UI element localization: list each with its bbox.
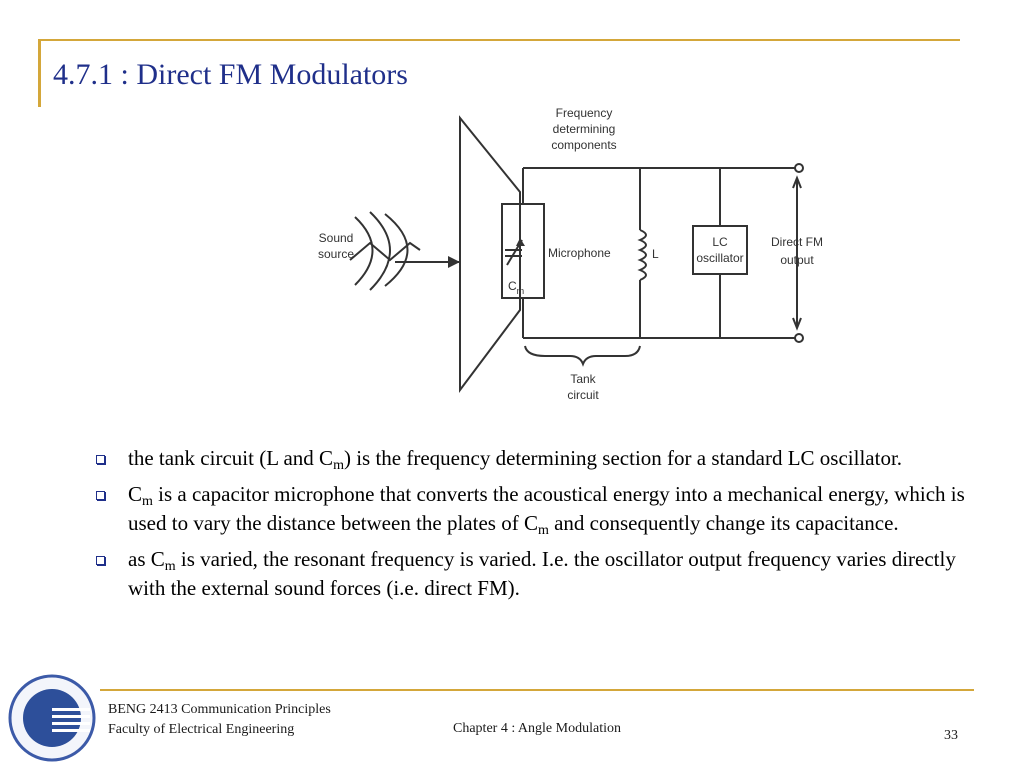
lc-label-2: oscillator [696, 251, 743, 265]
cm-main: C [508, 279, 517, 293]
bullet-item: as Cm is varied, the resonant frequency … [88, 545, 998, 603]
footer-faculty: Faculty of Electrical Engineering [108, 722, 295, 737]
bullet-list: the tank circuit (L and Cm) is the frequ… [88, 444, 998, 610]
microphone-label: Microphone [548, 246, 611, 260]
freq-label-1: Frequency [556, 106, 613, 120]
tank-label-1: Tank [570, 372, 596, 386]
square-bullet-icon [96, 455, 105, 464]
square-bullet-icon [96, 491, 105, 500]
footer-course: BENG 2413 Communication Principles [108, 702, 331, 717]
title-frame-left [38, 40, 41, 107]
sound-label-1: Sound [319, 231, 354, 245]
footer-chapter: Chapter 4 : Angle Modulation [453, 721, 621, 736]
sound-label-2: source [318, 247, 354, 261]
footer-divider [100, 689, 974, 691]
bullet-item: Cm is a capacitor microphone that conver… [88, 480, 998, 538]
slide-title: 4.7.1 : Direct FM Modulators [53, 58, 408, 91]
inductor-label: L [652, 247, 659, 261]
output-label-1: Direct FM [771, 235, 823, 249]
cm-label: Cm [508, 279, 524, 296]
freq-label-2: determining [553, 122, 616, 136]
output-label-2: output [780, 253, 814, 267]
lc-label-1: LC [712, 235, 728, 249]
square-bullet-icon [96, 556, 105, 565]
bullet-item: the tank circuit (L and Cm) is the frequ… [88, 444, 998, 473]
university-seal-icon [8, 674, 96, 762]
cm-sub: m [517, 286, 525, 296]
direct-fm-modulator-diagram: Frequency determining components Sound s… [318, 106, 823, 402]
output-terminal-bottom [794, 333, 804, 343]
output-terminal-top [794, 163, 804, 173]
title-frame-top [38, 39, 960, 41]
page-number: 33 [944, 728, 958, 743]
tank-label-2: circuit [567, 388, 599, 402]
freq-label-3: components [551, 138, 616, 152]
